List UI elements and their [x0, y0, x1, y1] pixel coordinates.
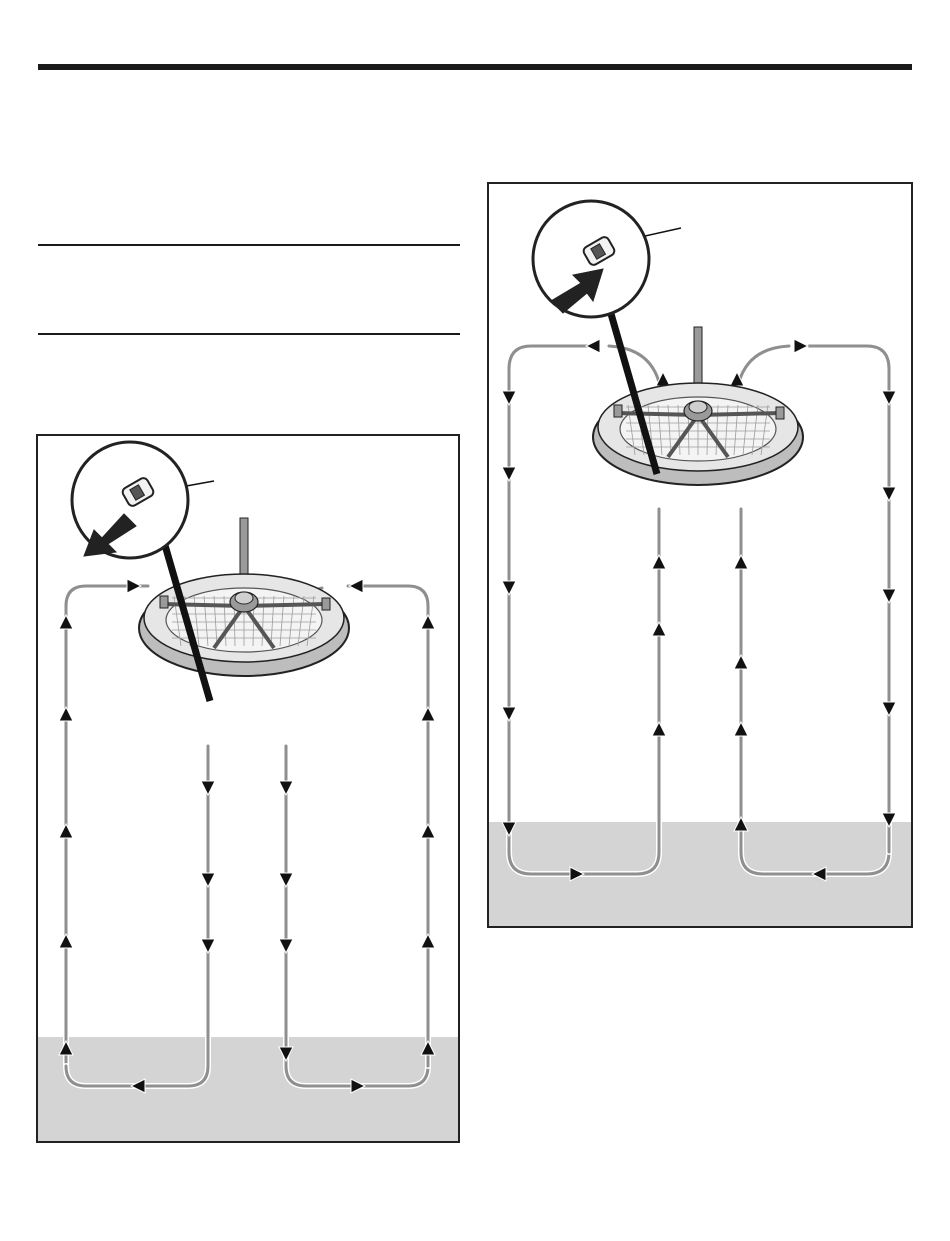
fan-post	[322, 598, 330, 610]
airflow-arrowhead	[201, 781, 215, 795]
airflow-arrowhead	[59, 934, 73, 948]
airflow-path-halo	[509, 509, 659, 874]
airflow-arrowhead	[502, 467, 516, 481]
airflow-arrowhead	[279, 873, 293, 887]
airflow-path	[348, 586, 428, 1066]
airflow-arrowhead	[734, 655, 748, 669]
airflow-path	[741, 509, 889, 874]
airflow-arrowhead	[882, 589, 896, 603]
airflow-path-halo	[286, 746, 428, 1086]
airflow-arrowhead	[349, 579, 363, 593]
airflow-arrowhead	[734, 722, 748, 736]
section-rule-bottom	[38, 333, 460, 335]
airflow-path	[286, 746, 428, 1086]
section-rule-top	[38, 244, 460, 246]
airflow-path-halo	[741, 509, 889, 874]
fan-post	[776, 407, 784, 419]
airflow-arrowhead	[882, 702, 896, 716]
airflow-arrowhead	[502, 581, 516, 595]
airflow-arrowhead	[279, 781, 293, 795]
airflow-arrowhead	[794, 339, 808, 353]
airflow-arrowhead	[882, 391, 896, 405]
airflow-arrowhead	[586, 339, 600, 353]
airflow-path	[809, 346, 889, 852]
header-rule	[38, 64, 912, 70]
airflow-arrowhead	[421, 824, 435, 838]
switch-callout-magnifier	[533, 201, 649, 317]
airflow-arrowhead	[59, 707, 73, 721]
fan-post	[614, 405, 622, 417]
airflow-arrowhead	[882, 487, 896, 501]
airflow-arrowhead	[421, 707, 435, 721]
motor-cap	[235, 592, 253, 604]
airflow-path-halo	[509, 346, 589, 829]
updraft-airflow-panel	[487, 182, 913, 928]
airflow-arrowhead	[59, 615, 73, 629]
airflow-arrowhead	[652, 555, 666, 569]
airflow-path	[66, 746, 208, 1086]
airflow-arrowhead	[652, 622, 666, 636]
downdraft-airflow-panel	[36, 434, 460, 1143]
airflow-arrowhead	[127, 579, 141, 593]
airflow-arrowhead	[421, 615, 435, 629]
airflow-path-halo	[66, 586, 148, 1066]
airflow-arrowhead	[502, 707, 516, 721]
airflow-path	[509, 346, 589, 829]
switch-callout-magnifier	[72, 442, 188, 558]
airflow-arrowhead	[652, 722, 666, 736]
floor-area	[38, 1037, 460, 1143]
airflow-path-halo	[66, 746, 208, 1086]
airflow-path-halo	[348, 586, 428, 1066]
downdraft-airflow-diagram	[38, 436, 460, 1143]
airflow-arrowhead	[201, 873, 215, 887]
motor-cap	[689, 401, 707, 413]
updraft-airflow-diagram	[489, 184, 913, 928]
airflow-arrowhead	[201, 939, 215, 953]
airflow-path-halo	[809, 346, 889, 852]
fan-post	[160, 596, 168, 608]
airflow-arrowhead	[734, 555, 748, 569]
airflow-path	[739, 346, 789, 382]
airflow-arrowhead	[502, 391, 516, 405]
airflow-path	[509, 509, 659, 874]
airflow-path	[609, 346, 659, 382]
airflow-arrowhead	[279, 939, 293, 953]
airflow-arrowhead	[59, 824, 73, 838]
airflow-arrowhead	[421, 934, 435, 948]
airflow-path	[66, 586, 148, 1066]
